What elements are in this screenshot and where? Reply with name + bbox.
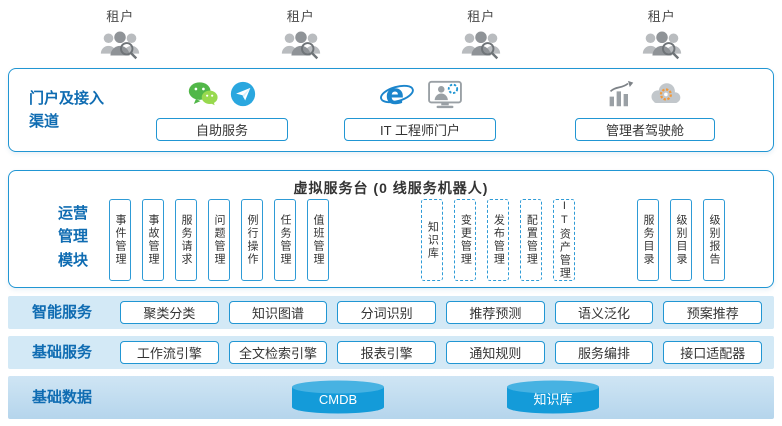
it-engineer-portal-button[interactable]: IT 工程师门户 xyxy=(344,118,496,141)
module-knowledge-base[interactable]: 知识库 xyxy=(421,199,444,281)
smart-service-knowledge-graph[interactable]: 知识图谱 xyxy=(228,301,328,324)
tenant-label: 租户 xyxy=(106,9,135,24)
cmdb-database[interactable]: CMDB xyxy=(290,380,386,415)
module-incident-mgmt[interactable]: 事件管理 xyxy=(109,199,131,281)
module-service-request[interactable]: 服务请求 xyxy=(175,199,197,281)
module-routine-ops[interactable]: 例行操作 xyxy=(241,199,263,281)
channel-icons: e xyxy=(377,77,463,111)
module-config-mgmt[interactable]: 配置管理 xyxy=(520,199,543,281)
smart-service-semantic-generalization[interactable]: 语义泛化 xyxy=(554,301,654,324)
cloud-gear-icon xyxy=(647,80,683,108)
tenant-3: 租户 xyxy=(391,6,572,64)
basic-services-band: 基础服务 工作流引擎 全文检索引擎 报表引擎 通知规则 服务编排 接口适配器 xyxy=(8,336,774,369)
basic-service-report-engine[interactable]: 报表引擎 xyxy=(337,341,437,364)
smart-service-clustering[interactable]: 聚类分类 xyxy=(120,301,219,324)
basic-service-fulltext-search-engine[interactable]: 全文检索引擎 xyxy=(228,341,328,364)
tenant-users-icon xyxy=(278,28,324,60)
module-task-mgmt[interactable]: 任务管理 xyxy=(274,199,296,281)
spacer xyxy=(329,199,421,281)
basic-service-interface-adapter[interactable]: 接口适配器 xyxy=(663,341,763,364)
tenant-label: 租户 xyxy=(647,9,676,24)
smart-services-band: 智能服务 聚类分类 知识图谱 分词识别 推荐预测 语义泛化 预案推荐 xyxy=(8,296,774,329)
module-level-catalog[interactable]: 级别目录 xyxy=(670,199,692,281)
cmdb-label: CMDB xyxy=(319,392,357,407)
tenant-2: 租户 xyxy=(211,6,392,64)
basic-services-title: 基础服务 xyxy=(32,343,93,361)
module-change-mgmt[interactable]: 变更管理 xyxy=(454,199,477,281)
virtual-service-desk-title: 虚拟服务台 (0 线服务机器人) xyxy=(293,180,489,196)
channel-icons xyxy=(188,77,256,111)
smart-service-plan-recommendation[interactable]: 预案推荐 xyxy=(663,301,763,324)
catalog-modules-group: 服务目录 级别目录 级别报告 xyxy=(637,199,725,281)
module-it-asset-mgmt[interactable]: IT资产管理 xyxy=(553,199,576,281)
portal-section: 门户及接入渠道 自助服务 e IT 工程师门户 xyxy=(8,68,774,152)
channel-self-service: 自助服务 xyxy=(156,69,288,151)
self-service-button[interactable]: 自助服务 xyxy=(156,118,288,141)
knowledge-base-label: 知识库 xyxy=(533,392,572,407)
module-duty-mgmt[interactable]: 值班管理 xyxy=(307,199,329,281)
manager-cockpit-button[interactable]: 管理者驾驶舱 xyxy=(575,118,715,141)
tenant-label: 租户 xyxy=(467,9,496,24)
dashed-modules-group: 知识库 变更管理 发布管理 配置管理 IT资产管理 xyxy=(421,199,576,281)
spacer xyxy=(575,199,637,281)
channel-manager-cockpit: 管理者驾驶舱 xyxy=(575,69,715,151)
smart-service-recommendation[interactable]: 推荐预测 xyxy=(446,301,545,324)
smart-services-title: 智能服务 xyxy=(32,303,93,321)
operations-section-title: 运营管理模块 xyxy=(57,205,88,269)
ie-browser-icon: e xyxy=(377,78,415,110)
basic-service-notification-rules[interactable]: 通知规则 xyxy=(446,341,545,364)
basic-service-workflow-engine[interactable]: 工作流引擎 xyxy=(120,341,219,364)
module-accident-mgmt[interactable]: 事故管理 xyxy=(142,199,164,281)
operations-section: 虚拟服务台 (0 线服务机器人) 运营管理模块 事件管理 事故管理 服务请求 问… xyxy=(8,170,774,288)
knowledge-base-database[interactable]: 知识库 xyxy=(505,380,601,415)
svg-text:e: e xyxy=(386,79,405,110)
portal-section-title: 门户及接入渠道 xyxy=(29,89,105,130)
process-modules-group: 事件管理 事故管理 服务请求 问题管理 例行操作 任务管理 值班管理 xyxy=(109,199,329,281)
modules-row: 事件管理 事故管理 服务请求 问题管理 例行操作 任务管理 值班管理 知识库 变… xyxy=(109,199,725,281)
bar-chart-trend-icon xyxy=(607,80,635,108)
basic-service-orchestration[interactable]: 服务编排 xyxy=(554,341,654,364)
tenant-users-icon xyxy=(458,28,504,60)
channel-it-engineer-portal: e IT 工程师门户 xyxy=(344,69,496,151)
basic-data-band: 基础数据 CMDB 知识库 xyxy=(8,376,774,419)
tenant-4: 租户 xyxy=(572,6,753,64)
tenants-row: 租户 租户 租户 租户 xyxy=(30,6,752,64)
smart-service-word-segmentation[interactable]: 分词识别 xyxy=(337,301,437,324)
basic-data-title: 基础数据 xyxy=(32,388,93,406)
channel-icons xyxy=(607,77,683,111)
tenant-users-icon xyxy=(639,28,685,60)
module-release-mgmt[interactable]: 发布管理 xyxy=(487,199,510,281)
module-problem-mgmt[interactable]: 问题管理 xyxy=(208,199,230,281)
module-level-report[interactable]: 级别报告 xyxy=(703,199,725,281)
module-service-catalog[interactable]: 服务目录 xyxy=(637,199,659,281)
tenant-label: 租户 xyxy=(286,9,315,24)
engineer-workstation-icon xyxy=(427,79,463,109)
paper-plane-icon xyxy=(230,81,256,107)
wechat-icon xyxy=(188,81,218,107)
smart-services-items: 聚类分类 知识图谱 分词识别 推荐预测 语义泛化 预案推荐 xyxy=(120,301,774,324)
tenant-users-icon xyxy=(97,28,143,60)
tenant-1: 租户 xyxy=(30,6,211,64)
basic-services-items: 工作流引擎 全文检索引擎 报表引擎 通知规则 服务编排 接口适配器 xyxy=(120,341,774,364)
